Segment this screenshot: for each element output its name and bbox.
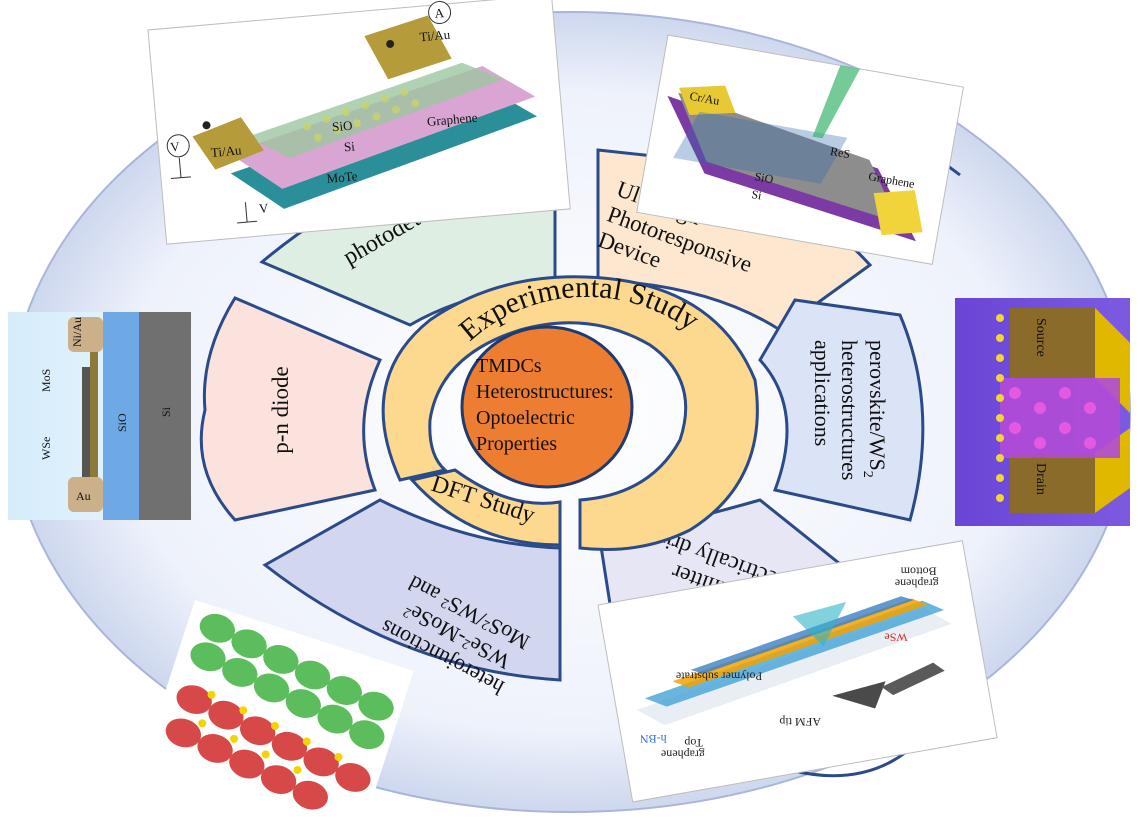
image-heterojunction xyxy=(145,600,414,823)
svg-text:Drain: Drain xyxy=(1033,463,1048,495)
image-perovskite: Source Drain xyxy=(955,298,1130,526)
center-hub: TMDCs Heterostructures: Optoelectric Pro… xyxy=(460,325,634,489)
image-emitter: Bottom graphene WSe Polymer substrate h-… xyxy=(597,540,998,803)
svg-text:Source: Source xyxy=(1033,318,1048,357)
svg-text:SiO: SiO xyxy=(331,118,352,135)
svg-text:Si: Si xyxy=(159,406,173,417)
svg-text:A: A xyxy=(434,5,445,21)
image-ultrahigh: Cr/Au ReS Graphene SiO Si xyxy=(636,34,965,265)
svg-text:Cr/Au: Cr/Au xyxy=(689,89,721,108)
svg-text:Graphene: Graphene xyxy=(426,110,478,129)
svg-text:Polymer substrate: Polymer substrate xyxy=(676,670,762,684)
ultrahigh-labels: Cr/Au ReS Graphene SiO Si xyxy=(689,89,916,203)
center-text: TMDCs Heterostructures: Optoelectric Pro… xyxy=(476,355,619,455)
svg-text:Bottom: Bottom xyxy=(900,565,937,579)
svg-text:WSe: WSe xyxy=(884,631,907,645)
image-photodetector: V Ti/Au Ti/Au A SiO Graphene Si MoTe V xyxy=(147,0,571,245)
perovskite-lattice xyxy=(1000,378,1120,458)
svg-text:MoS: MoS xyxy=(39,369,53,392)
segment-pn-diode: p-n diode xyxy=(199,296,383,522)
svg-text:Si: Si xyxy=(750,187,763,203)
svg-text:graphene: graphene xyxy=(895,576,939,590)
svg-text:SiO: SiO xyxy=(754,169,775,186)
svg-text:MoTe: MoTe xyxy=(326,168,358,186)
svg-text:WSe: WSe xyxy=(39,437,53,460)
svg-text:Ti/Au: Ti/Au xyxy=(210,142,242,160)
emitter-labels: Bottom graphene WSe Polymer substrate h-… xyxy=(640,565,939,762)
perovskite-labels: Source Drain xyxy=(1033,318,1048,495)
atom-lattice xyxy=(303,87,420,142)
ws2-stripe xyxy=(996,314,1004,502)
svg-text:h-BN: h-BN xyxy=(640,732,667,746)
red-lattice xyxy=(165,685,371,810)
svg-text:SiO: SiO xyxy=(115,413,129,432)
segment-perovskite-text: perovskite/WS2 heterostructures applicat… xyxy=(810,340,890,486)
svg-text:Si: Si xyxy=(343,138,355,154)
segment-pn-diode-text: p-n diode xyxy=(268,366,293,454)
segment-perovskite: perovskite/WS2 heterostructures applicat… xyxy=(758,298,925,522)
svg-text:V: V xyxy=(170,139,181,155)
svg-text:Au: Au xyxy=(76,489,91,503)
image-pn-diode: Ni/Au MoS WSe SiO Si Au xyxy=(8,312,191,520)
svg-text:AFM tip: AFM tip xyxy=(779,715,821,729)
svg-text:graphene: graphene xyxy=(661,748,705,762)
svg-text:Ti/Au: Ti/Au xyxy=(419,27,451,45)
svg-text:Ni/Au: Ni/Au xyxy=(70,317,84,347)
svg-text:Top: Top xyxy=(684,736,703,750)
svg-text:ReS: ReS xyxy=(829,144,851,161)
reS2-lattice xyxy=(673,111,848,184)
photodetector-labels: V Ti/Au Ti/Au A SiO Graphene Si MoTe V xyxy=(170,5,479,216)
pn-labels: Ni/Au MoS WSe SiO Si Au xyxy=(39,317,173,503)
svg-text:V: V xyxy=(258,200,269,216)
green-lattice xyxy=(190,613,394,750)
yellow-atoms xyxy=(198,690,343,774)
